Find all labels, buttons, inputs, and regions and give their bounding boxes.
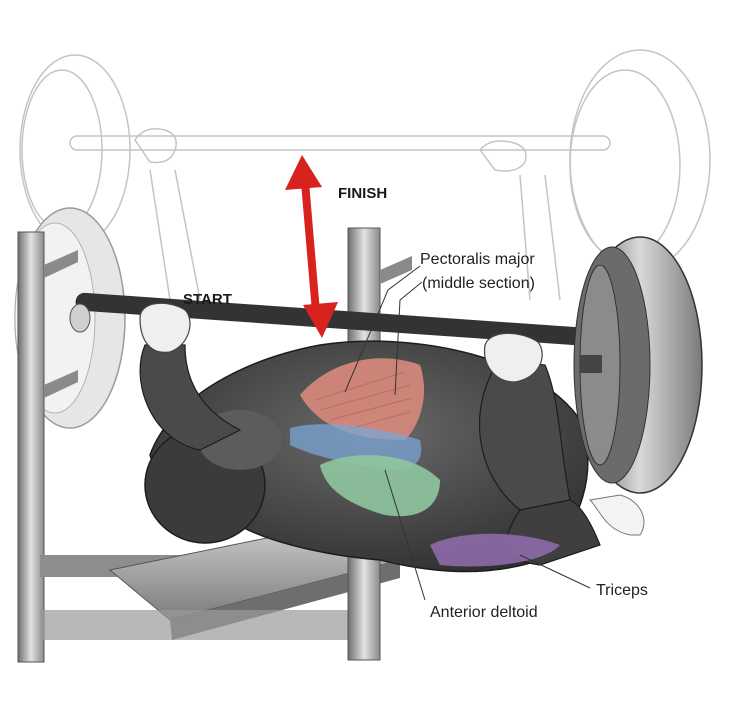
start-label: START [183, 291, 232, 308]
left-rack [17, 231, 78, 663]
anterior-deltoid-label: Anterior deltoid [430, 604, 538, 621]
leader-lines [344, 265, 591, 601]
foot [588, 494, 645, 536]
finish-label: FINISH [338, 185, 388, 202]
movement-arrow [285, 155, 338, 338]
anterior-deltoid-muscle [290, 424, 440, 517]
pectoralis-label-line1: Pectoralis major [420, 251, 535, 268]
right-weight-plate [573, 236, 703, 494]
pectoralis-major-muscle [300, 358, 425, 440]
triceps-label: Triceps [596, 582, 648, 599]
pectoralis-label-line2: (middle section) [422, 275, 535, 292]
